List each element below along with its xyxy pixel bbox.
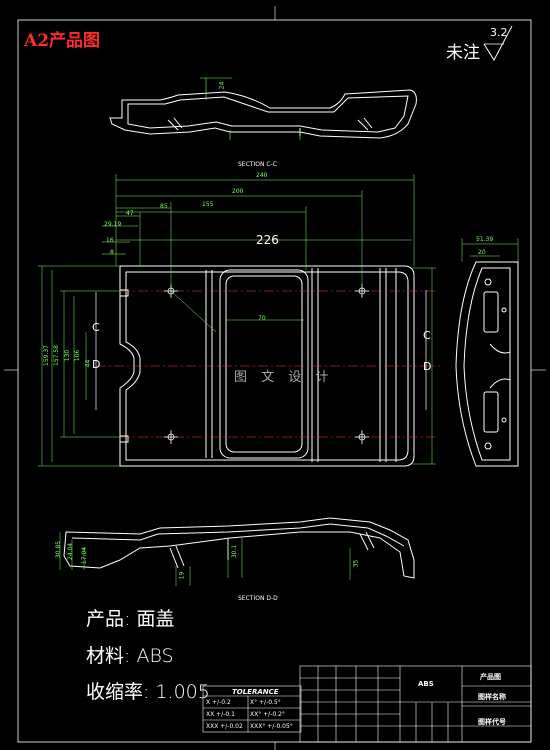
dim-24-04: 24.04 [67,542,75,561]
tolerance-row-3-left: XXX +/-0.02 [206,723,243,730]
dim-70: 70 [258,315,266,322]
product-material: 材料: ABS [86,645,174,667]
tolerance-row-3-right: XXX° +/-0.05° [250,723,293,730]
side-view-dims [461,238,519,262]
dim-24: 24 [218,81,226,90]
cut-mark-c-right: C [423,329,431,342]
dim-17-04: 17.04 [81,546,89,565]
tolerance-row-1-right: X° +/-0.5° [250,699,281,706]
tolerance-title: TOLERANCE [232,688,279,696]
plan-view-outline [119,265,415,467]
dim-47: 47 [126,210,134,217]
dim-30-1: 30.1 [231,544,239,559]
dim-16: 16 [106,237,114,244]
title-block-grid [299,665,532,743]
dim-29-19: 29.19 [104,221,122,228]
cut-mark-d-right: D [423,360,432,373]
cut-mark-c-left: C [92,321,100,334]
sheet-title: A2产品图 [24,31,101,51]
dim-106: 106 [74,349,82,362]
plan-view-dims [38,174,436,467]
roughness-value: 3.2 [490,26,508,39]
dim-19: 19 [178,571,186,580]
plan-view-bosses [164,284,369,444]
side-view-outline [455,261,519,467]
title-block-material: ABS [418,680,434,688]
dim-130: 130 [64,349,72,362]
dim-44: 44 [84,359,92,368]
dim-155: 155 [202,201,214,208]
product-shrinkage: 收缩率: 1.005 [86,681,210,703]
product-name: 产品: 面盖 [86,608,175,630]
watermark-text: 图 文 设 计 [234,370,334,385]
section-cc-title: SECTION C-C [238,161,277,168]
tolerance-row-2-left: XX +/-0.1 [206,711,235,718]
dim-30-85: 30.85 [55,540,63,559]
title-block-product-drawing: 产品图 [480,673,501,681]
dim-157-58: 157.58 [53,345,60,366]
section-dd-dims [59,532,351,586]
tolerance-table [202,685,302,733]
tolerance-row-1-left: X +/-0.2 [206,699,231,706]
dim-35: 35 [352,559,360,568]
title-block-drawing-code: 图样代号 [478,718,506,726]
plan-view-centerlines [96,290,440,438]
tolerance-row-2-right: XX° +/-0.2° [250,711,285,718]
section-cc-dims [200,77,301,140]
section-cc-profile [109,89,417,139]
roughness-note: 未注 [446,43,480,63]
section-dd-title: SECTION D-D [238,595,278,602]
title-block-drawing-name: 图样名称 [478,693,506,701]
dim-240: 240 [256,172,268,179]
dim-226: 226 [256,233,279,247]
roughness-symbol [483,25,513,62]
dim-85: 85 [160,203,168,210]
inner-frame [17,19,532,743]
cut-mark-d-left: D [92,358,101,371]
dim-8: 8 [110,249,114,256]
dim-159-37: 159.37 [43,345,50,366]
section-dd-profile [63,517,415,579]
dim-51-39: 51.39 [476,236,494,243]
cut-markers [95,290,427,410]
dim-20: 20 [478,249,486,256]
dim-200: 200 [232,188,244,195]
